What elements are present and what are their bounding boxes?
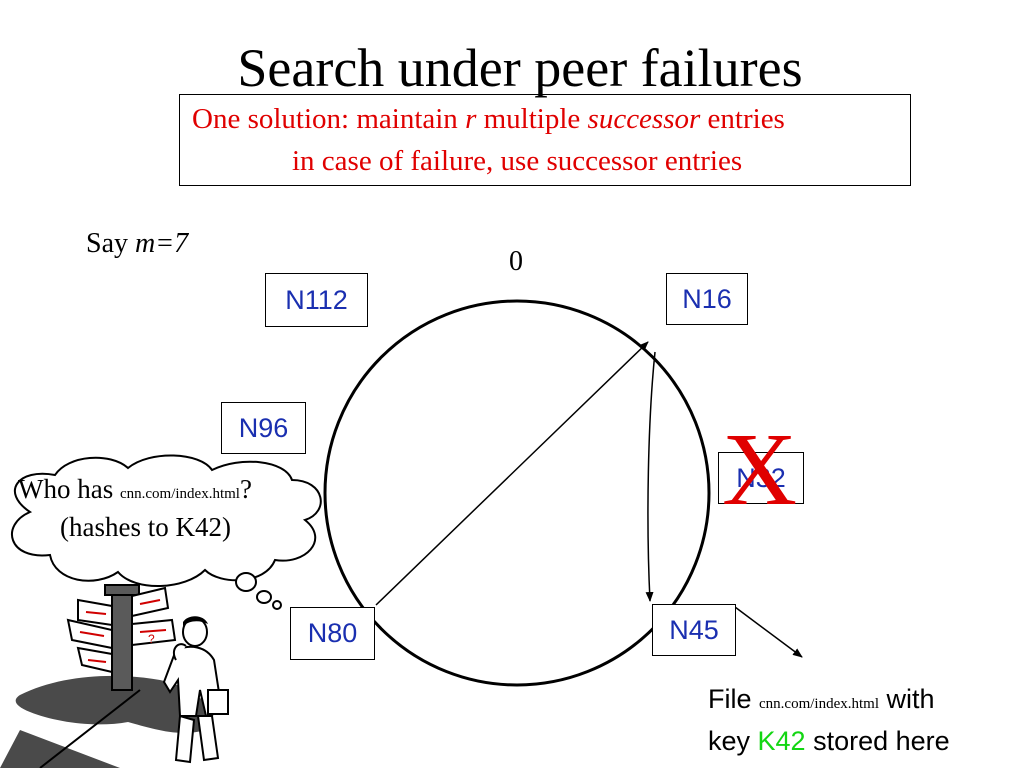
query-prefix: Who has [18,474,120,504]
solution-text-c: entries [700,103,785,135]
arrow-n45-to-file [734,606,803,658]
query-line-1: Who has cnn.com/index.html? [18,474,252,505]
file-note-line-2: key K42 stored here [708,726,950,757]
svg-text:?: ? [148,632,155,646]
solution-successor-word: successor [587,103,701,135]
query-line-2: (hashes to K42) [60,512,231,542]
file-note-line-1: File cnn.com/index.html with [708,684,935,715]
slide-title: Search under peer failures [237,38,803,98]
solution-box: One solution: maintain r multiple succes… [179,94,911,186]
solution-text-b: multiple [476,103,588,135]
query-suffix: ? [239,474,252,504]
file-with: with [879,684,935,714]
solution-line-1: One solution: maintain r multiple succes… [192,99,785,139]
key-id: K42 [757,726,806,756]
confused-person-signpost-icon: ? [0,584,229,768]
thought-cloud-icon [11,454,322,610]
solution-text-a: One solution: maintain [192,103,466,135]
node-n45: N45 [652,604,736,656]
node-n32-failed: N32 [718,452,804,504]
m-value: m=7 [135,228,189,259]
node-n96: N96 [221,402,306,454]
query-url: cnn.com/index.html [119,486,240,502]
ring-zero-label: 0 [509,246,523,277]
parameter-label: Say m=7 [86,228,188,260]
node-n112: N112 [265,273,368,327]
say-prefix: Say [86,228,135,259]
successor-arrow-n16-to-n45 [645,351,656,602]
node-n80: N80 [290,607,375,660]
file-url: cnn.com/index.html [759,696,879,712]
solution-var-r: r [465,103,477,135]
stored-here: stored here [805,726,950,756]
finger-arrow-n80-to-n16 [375,341,649,606]
solution-line-2: in case of failure, use successor entrie… [292,145,743,177]
node-n16: N16 [666,273,748,325]
key-prefix: key [708,726,758,756]
failure-x-mark: X [722,412,798,527]
chord-ring [323,299,711,687]
file-word: File [708,684,760,714]
